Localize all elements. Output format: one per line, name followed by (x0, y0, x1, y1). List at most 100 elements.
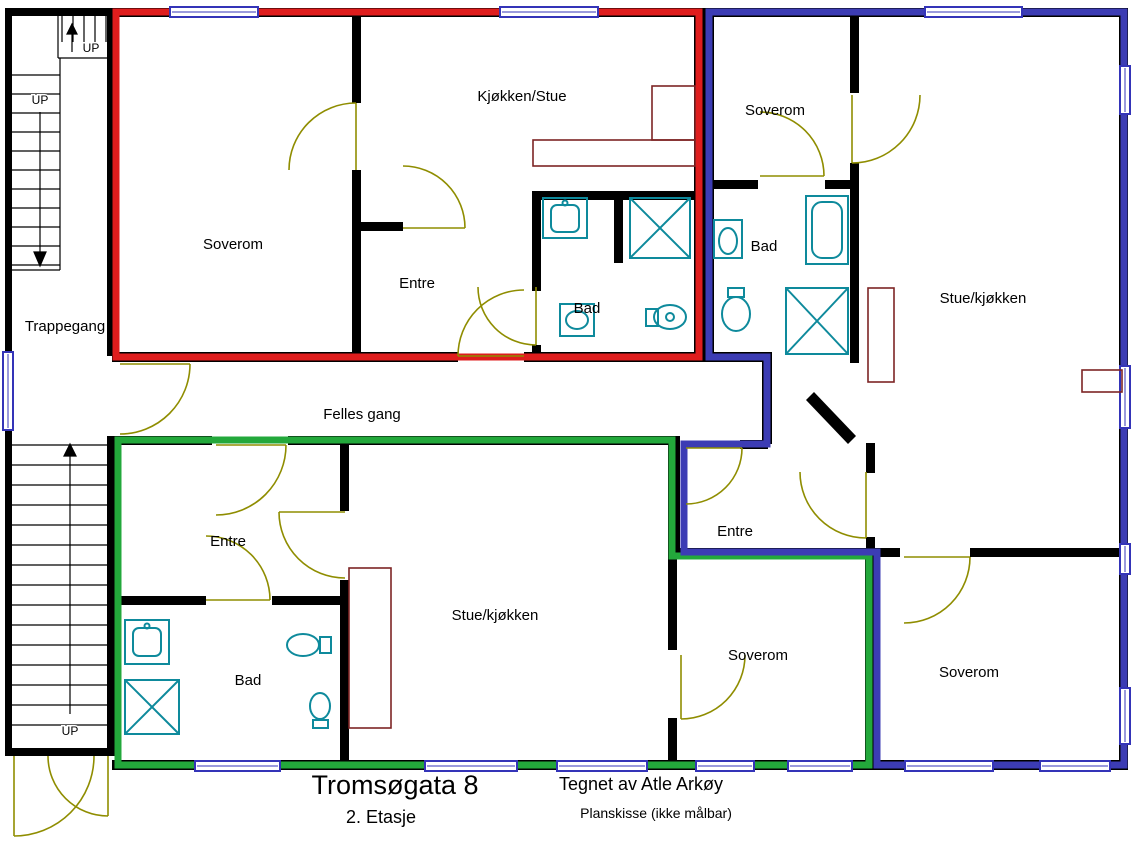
label-blue-entre: Entre (717, 523, 753, 540)
sink (124, 619, 170, 665)
title-block: Tromsøgata 8 2. Etasje Tegnet av Atle Ar… (311, 770, 731, 827)
label-up-bottom: UP (62, 724, 79, 738)
window (1039, 760, 1111, 772)
entrance-door-arc (47, 755, 109, 817)
sink (542, 197, 588, 239)
room-labels: Trappegang Felles gang Soverom Kjøkken/S… (25, 40, 1027, 740)
shower (124, 679, 180, 735)
sink (713, 219, 743, 259)
wardrobe (348, 567, 392, 729)
window (556, 760, 648, 772)
apartment-outline-blue (680, 8, 1128, 769)
label-trappegang: Trappegang (25, 318, 105, 335)
apartment-outline-green (114, 436, 873, 769)
bath-fixtures (124, 195, 849, 735)
window (1119, 687, 1131, 745)
toilet (286, 633, 332, 657)
label-green-stue-kjokken: Stue/kjøkken (452, 607, 539, 624)
wall (107, 8, 116, 356)
door-arc (288, 102, 357, 171)
window (194, 760, 281, 772)
wall (107, 436, 116, 756)
door-arc (851, 94, 921, 164)
window (1119, 365, 1131, 429)
label-green-soverom: Soverom (728, 647, 788, 664)
label-red-kjokken-stue: Kjøkken/Stue (477, 88, 566, 105)
plan-note: Planskisse (ikke målbar) (580, 805, 732, 821)
toilet (721, 287, 751, 332)
label-green-bad: Bad (235, 672, 262, 689)
window (169, 6, 259, 18)
wall (340, 436, 349, 511)
wall (361, 222, 403, 231)
label-blue-bad: Bad (751, 238, 778, 255)
stairs (12, 16, 107, 726)
door-arc (759, 111, 825, 177)
label-red-entre: Entre (399, 275, 435, 292)
label-blue-soverom-bottom: Soverom (939, 664, 999, 681)
wall (714, 180, 758, 189)
door-arc (477, 286, 537, 346)
wall (850, 163, 859, 363)
wall (850, 8, 859, 93)
wall (352, 170, 361, 362)
window (1119, 543, 1131, 575)
door-arc (402, 165, 466, 229)
label-felles-gang: Felles gang (323, 406, 401, 423)
windows (2, 6, 1131, 772)
wall-diagonal (806, 392, 856, 444)
label-blue-stue-kjokken: Stue/kjøkken (940, 290, 1027, 307)
wall (668, 718, 677, 762)
entrance-door-arc (13, 755, 95, 837)
door-arc (680, 654, 746, 720)
shower (785, 287, 849, 355)
kitchen-counter (532, 139, 696, 167)
cabinet (1081, 369, 1123, 393)
furniture (348, 85, 1123, 729)
window (1119, 65, 1131, 115)
walls (5, 8, 1128, 770)
wall (668, 557, 677, 650)
label-blue-soverom-top: Soverom (745, 102, 805, 119)
door-arc (215, 444, 287, 516)
plan-title: Tromsøgata 8 (311, 770, 478, 800)
wall (116, 596, 206, 605)
window (695, 760, 755, 772)
wall (866, 443, 875, 473)
wall (532, 191, 541, 291)
door-arc (205, 535, 271, 601)
window (2, 351, 14, 431)
plan-credit: Tegnet av Atle Arkøy (559, 774, 723, 794)
door-arc (278, 511, 346, 579)
door-arc (799, 471, 867, 539)
shower (629, 197, 691, 259)
kitchen-counter (651, 85, 696, 141)
bathtub (805, 195, 849, 265)
door-arc (685, 447, 743, 505)
stair-treads-lower-flight (12, 444, 107, 726)
window (924, 6, 1023, 18)
wall (825, 180, 850, 189)
door-arc (457, 289, 525, 357)
label-red-soverom: Soverom (203, 236, 263, 253)
window (787, 760, 853, 772)
stair-direction-arrow-upper (33, 22, 78, 268)
wall (5, 748, 116, 756)
wall (340, 580, 349, 762)
wall (970, 548, 1119, 557)
doors (13, 94, 971, 837)
window (499, 6, 599, 18)
window (424, 760, 518, 772)
wall (352, 8, 361, 103)
label-up-top: UP (83, 41, 100, 55)
window (904, 760, 994, 772)
wall (272, 596, 349, 605)
plan-subtitle: 2. Etasje (346, 807, 416, 827)
kitchen-counter (867, 287, 895, 383)
stair-direction-arrow-lower (63, 442, 77, 714)
washbasin (309, 692, 331, 729)
washbasin (559, 303, 595, 337)
door-arc (119, 363, 191, 435)
